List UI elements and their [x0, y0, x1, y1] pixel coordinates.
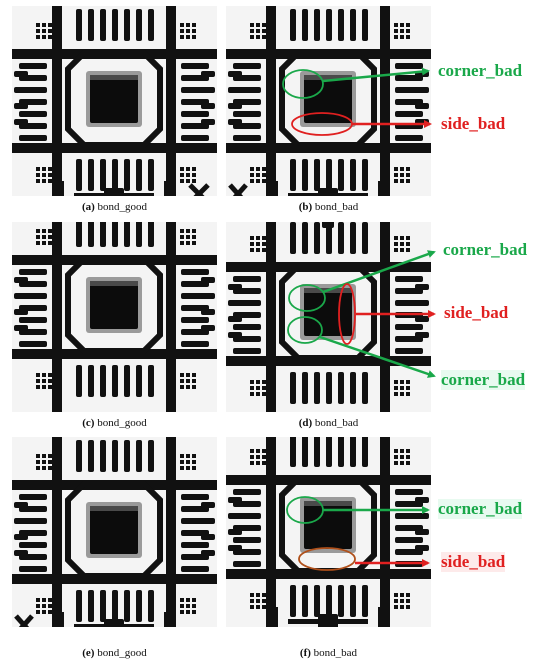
wafer-image-a — [12, 6, 217, 196]
wafer-image-f — [226, 437, 431, 627]
label-corner-bad-f: corner_bad — [438, 499, 523, 519]
wafer-image-b — [226, 6, 431, 196]
label-corner-bad-d-top: corner_bad — [443, 240, 528, 259]
label-side-bad-d: side_bad — [444, 303, 509, 322]
image-panel-e — [12, 437, 217, 627]
caption-d: (d) bond_bad — [298, 417, 359, 429]
image-panel-b — [226, 6, 431, 196]
caption-a: (a) bond_good — [81, 201, 148, 213]
caption-b: (b) bond_bad — [298, 201, 359, 213]
wafer-image-d — [226, 222, 431, 412]
image-panel-c — [12, 222, 217, 412]
caption-f: (f) bond_bad — [299, 647, 358, 659]
image-panel-f — [226, 437, 431, 627]
image-panel-d — [226, 222, 431, 412]
wafer-image-c — [12, 222, 217, 412]
caption-e: (e) bond_good — [82, 647, 147, 659]
caption-c: (c) bond_good — [82, 417, 147, 429]
label-side-bad-f: side_bad — [441, 552, 506, 572]
label-corner-bad-b: corner_bad — [438, 61, 523, 80]
wafer-image-e — [12, 437, 217, 627]
image-panel-a — [12, 6, 217, 196]
label-side-bad-b: side_bad — [441, 114, 506, 133]
label-corner-bad-d-bottom: corner_bad — [441, 370, 526, 390]
